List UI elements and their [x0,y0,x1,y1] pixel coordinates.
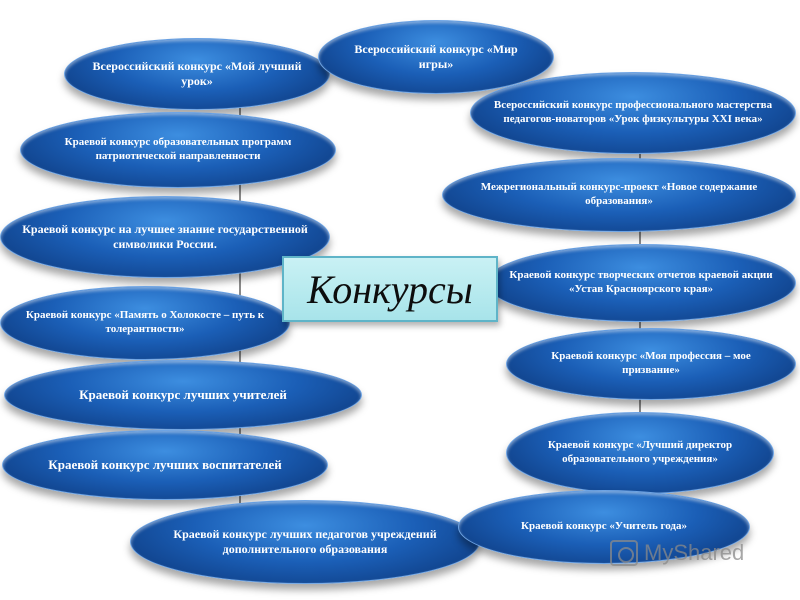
oval-my-profession: Краевой конкурс «Моя профессия – мое при… [506,328,796,400]
oval-krasnoyarsk-charter: Краевой конкурс творческих отчетов краев… [486,244,796,322]
oval-new-education-content: Межрегиональный конкурс-проект «Новое со… [442,158,796,232]
oval-additional-education: Краевой конкурс лучших педагогов учрежде… [130,500,480,584]
oval-patriotic-programs: Краевой конкурс образовательных программ… [20,112,336,188]
oval-teacher-of-year: Краевой конкурс «Учитель года» [458,490,750,564]
oval-best-educators: Краевой конкурс лучших воспитателей [2,430,328,500]
oval-state-symbols: Краевой конкурс на лучшее знание государ… [0,196,330,278]
oval-best-teachers: Краевой конкурс лучших учителей [4,360,362,430]
myshared-watermark: MyShared [610,538,744,568]
oval-best-director: Краевой конкурс «Лучший директор образов… [506,412,774,494]
oval-best-lesson: Всероссийский конкурс «Мой лучший урок» [64,38,330,110]
myshared-logo-icon [610,540,638,566]
oval-game-world: Всероссийский конкурс «Мир игры» [318,20,554,94]
center-title: Конкурсы [307,266,473,312]
center-title-box: Конкурсы [282,256,498,322]
oval-holocaust-memory: Краевой конкурс «Память о Холокосте – пу… [0,286,290,360]
oval-physical-education: Всероссийский конкурс профессионального … [470,72,796,154]
